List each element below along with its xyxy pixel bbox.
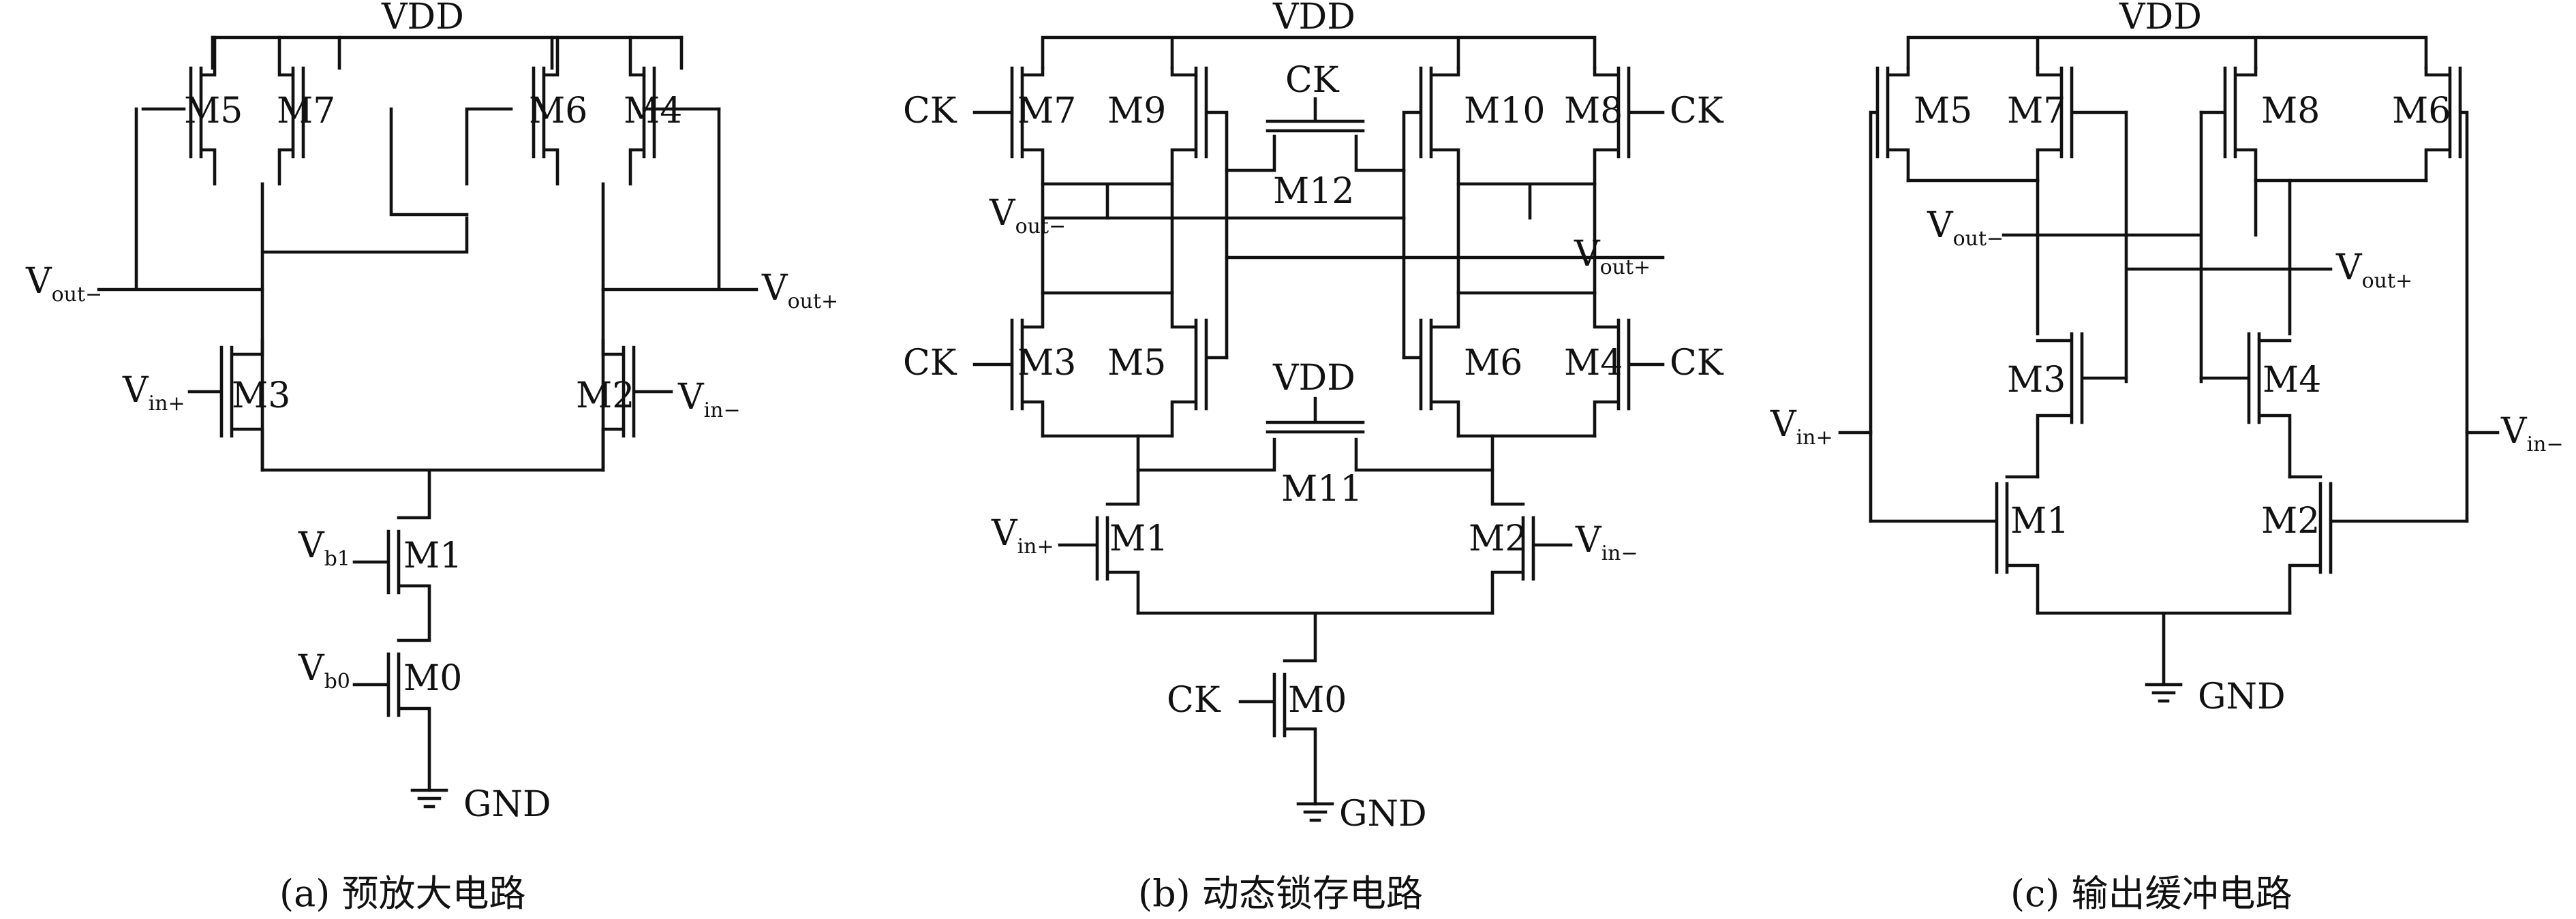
a-vin-minus: Vin− [677, 377, 741, 422]
a-m6: M6 [529, 35, 587, 186]
b-vin-minus: Vin− [1575, 520, 1638, 565]
b-m3: M3 [1017, 343, 1076, 384]
panel-c-output-buffer: VDD M5 M7 M8 M6 Vout− Vout+ M3 M4 M1 M2 … [1770, 0, 2564, 915]
c-vin-plus: Vin+ [1770, 404, 1833, 450]
c-m2: M2 [2261, 501, 2320, 542]
panel-b-dynamic-latch: VDD CK M7 M9 M10 M8 CK CK M12 Vout− Vout… [903, 0, 1724, 915]
a-m4: M4 [624, 35, 682, 186]
b-ck-4: CK [1670, 343, 1724, 384]
b-m12: M12 [1273, 171, 1354, 212]
c-m3: M3 [2007, 360, 2066, 401]
c-m4: M4 [2263, 360, 2321, 401]
b-ck-1: CK [903, 91, 957, 131]
b-ck-m12: CK [1285, 60, 1340, 101]
a-m5: M5 [184, 35, 243, 186]
b-ck-3: CK [903, 343, 957, 384]
a-vout-plus: Vout+ [761, 268, 838, 313]
svg-text:M4: M4 [624, 91, 682, 131]
a-vout-minus: Vout− [25, 261, 102, 307]
b-ck-m0: CK [1167, 680, 1221, 721]
c-m8: M8 [2261, 91, 2320, 131]
c-m7: M7 [2007, 91, 2066, 131]
c-m6: M6 [2392, 91, 2451, 131]
a-m0: M0 [403, 658, 462, 699]
b-vout-plus: Vout+ [1574, 234, 1651, 279]
panel-a-preamplifier: VDD M5 M7 M6 M4 Vout− Vout+ M3 M2 Vin+ V… [25, 0, 838, 915]
b-m4: M4 [1564, 343, 1623, 384]
a-vb1: Vb1 [298, 525, 350, 571]
a-m3: M3 [232, 375, 290, 416]
a-caption: (a) 预放大电路 [279, 872, 526, 915]
c-vout-minus: Vout− [1927, 205, 2004, 251]
b-caption: (b) 动态锁存电路 [1138, 872, 1423, 915]
c-caption: (c) 输出缓冲电路 [2010, 872, 2293, 915]
c-vdd-label: VDD [2119, 0, 2202, 37]
svg-text:M5: M5 [184, 91, 243, 131]
a-vb0: Vb0 [298, 648, 350, 694]
b-m5: M5 [1107, 343, 1166, 384]
c-vout-plus: Vout+ [2335, 247, 2412, 293]
a-m1: M1 [403, 535, 462, 576]
a-gnd-label: GND [463, 784, 551, 825]
c-gnd-label: GND [2198, 676, 2286, 717]
b-gnd-label: GND [1339, 794, 1427, 835]
svg-text:M6: M6 [529, 91, 587, 131]
b-m9: M9 [1107, 91, 1166, 131]
b-vout-minus: Vout− [989, 193, 1066, 238]
b-m10: M10 [1464, 91, 1545, 131]
b-m8: M8 [1564, 91, 1623, 131]
b-vdd-label: VDD [1272, 0, 1355, 37]
a-m2: M2 [576, 375, 634, 416]
a-vin-plus: Vin+ [122, 370, 185, 416]
c-m1: M1 [2010, 501, 2069, 542]
b-vdd-m11: VDD [1272, 358, 1355, 399]
b-m0: M0 [1288, 680, 1347, 721]
a-m7: M7 [277, 35, 335, 186]
c-m5: M5 [1914, 91, 1972, 131]
b-m7: M7 [1017, 91, 1076, 131]
b-vin-plus: Vin+ [991, 513, 1054, 559]
b-m2: M2 [1469, 518, 1527, 559]
b-m1: M1 [1109, 518, 1168, 559]
b-m6: M6 [1464, 343, 1522, 384]
b-ck-2: CK [1670, 91, 1724, 131]
a-vdd-label: VDD [381, 0, 464, 37]
c-vin-minus: Vin− [2500, 411, 2564, 456]
b-m11: M11 [1281, 469, 1362, 510]
svg-text:M7: M7 [277, 91, 335, 131]
